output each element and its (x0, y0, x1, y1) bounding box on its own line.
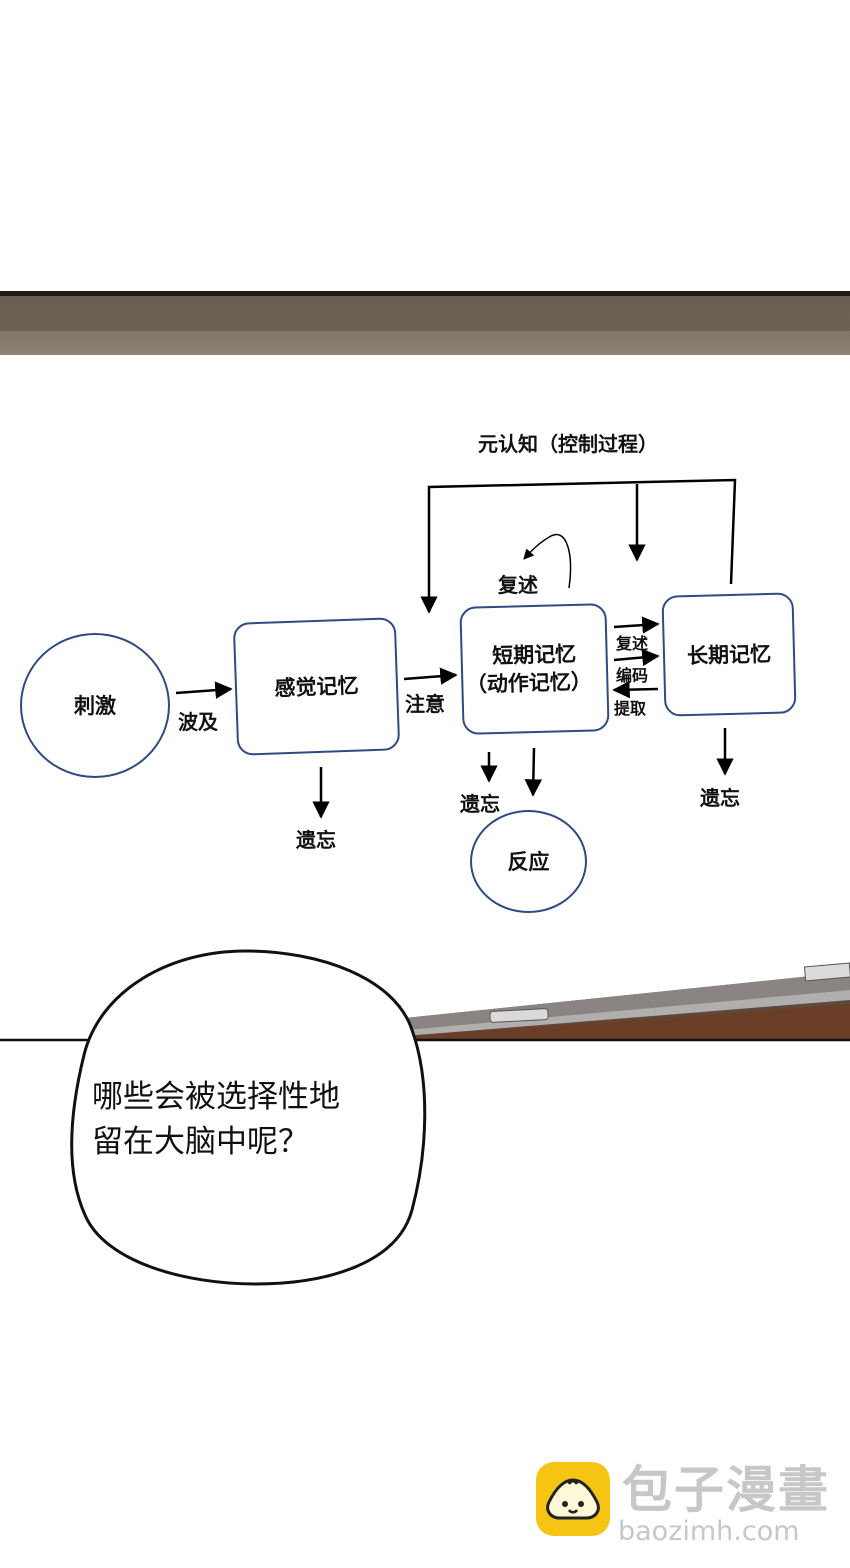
arrow-retrieval-to-short (612, 680, 659, 699)
arrow-encoding-to-long (613, 648, 660, 667)
label-retrieval: 提取 (614, 699, 647, 718)
arrow-stimulus-sensory (175, 681, 233, 699)
diagram-title: 元认知（控制过程） (478, 432, 658, 456)
watermark-url: baozimh.com (618, 1516, 800, 1547)
node-response-label: 反应 (507, 848, 550, 874)
node-stimulus-label: 刺激 (74, 692, 116, 718)
watermark-logo (536, 1462, 610, 1536)
speech-line-2: 留在大脑中呢？ (92, 1124, 309, 1160)
marker-on-tray (489, 1008, 549, 1023)
node-stimulus: 刺激 (20, 633, 170, 778)
label-forget-short: 遗忘 (460, 792, 500, 816)
arrow-rehearsal-to-long (613, 616, 660, 634)
watermark-title: 包子漫畫 (622, 1461, 830, 1519)
metacognition-bracket (420, 478, 737, 614)
node-response: 反应 (470, 810, 587, 913)
label-encoding: 编码 (616, 666, 649, 685)
label-forget-long: 遗忘 (700, 786, 740, 810)
label-attention: 注意 (405, 692, 445, 716)
label-spread: 波及 (178, 710, 218, 734)
arrow-short-response (524, 747, 543, 797)
rehearsal-loop-arrow (523, 533, 572, 589)
label-forget-sensory: 遗忘 (296, 828, 336, 852)
bun-icon (546, 1478, 600, 1520)
label-rehearsal-loop: 复述 (498, 573, 538, 597)
label-rehearsal: 复述 (616, 634, 649, 653)
board-frame-top (0, 291, 850, 355)
speech-line-1: 哪些会被选择性地 (92, 1079, 340, 1115)
speech-bubble-text: 哪些会被选择性地 留在大脑中呢？ (92, 1075, 422, 1165)
arrow-sensory-short (403, 667, 458, 685)
